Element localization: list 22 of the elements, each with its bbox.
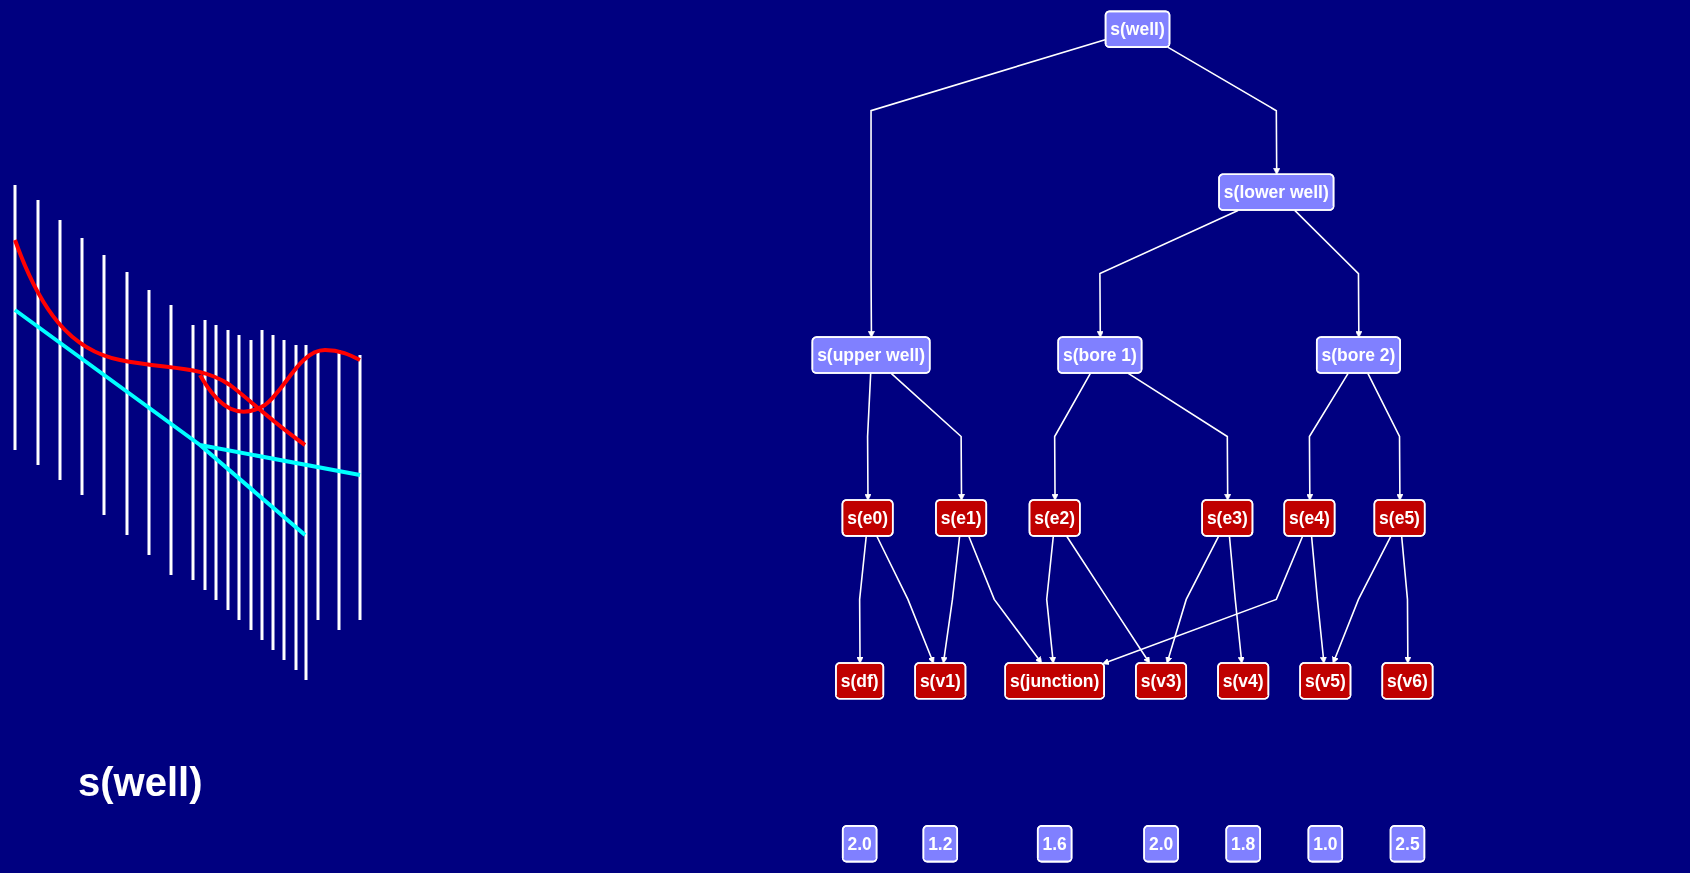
arrow <box>1096 209 1239 338</box>
arrow <box>1166 46 1281 175</box>
arrow <box>890 372 965 501</box>
arrow <box>1127 372 1232 501</box>
arrow <box>1045 535 1057 664</box>
arrow <box>1306 372 1349 501</box>
arrow <box>1310 535 1327 664</box>
arrow <box>1102 535 1304 665</box>
arrow <box>1051 372 1092 501</box>
arrow <box>968 535 1043 664</box>
arrow <box>876 535 935 664</box>
arrow <box>1293 209 1363 338</box>
arrow <box>856 535 868 664</box>
arrow <box>1332 535 1392 664</box>
arrow <box>1065 535 1151 664</box>
caption-text: s(well) <box>78 760 203 805</box>
arrow <box>1367 372 1404 501</box>
arrow <box>940 535 961 664</box>
arrow <box>1165 535 1220 664</box>
arrow <box>1400 535 1412 664</box>
arrow <box>1228 535 1245 664</box>
arrow <box>864 372 872 501</box>
